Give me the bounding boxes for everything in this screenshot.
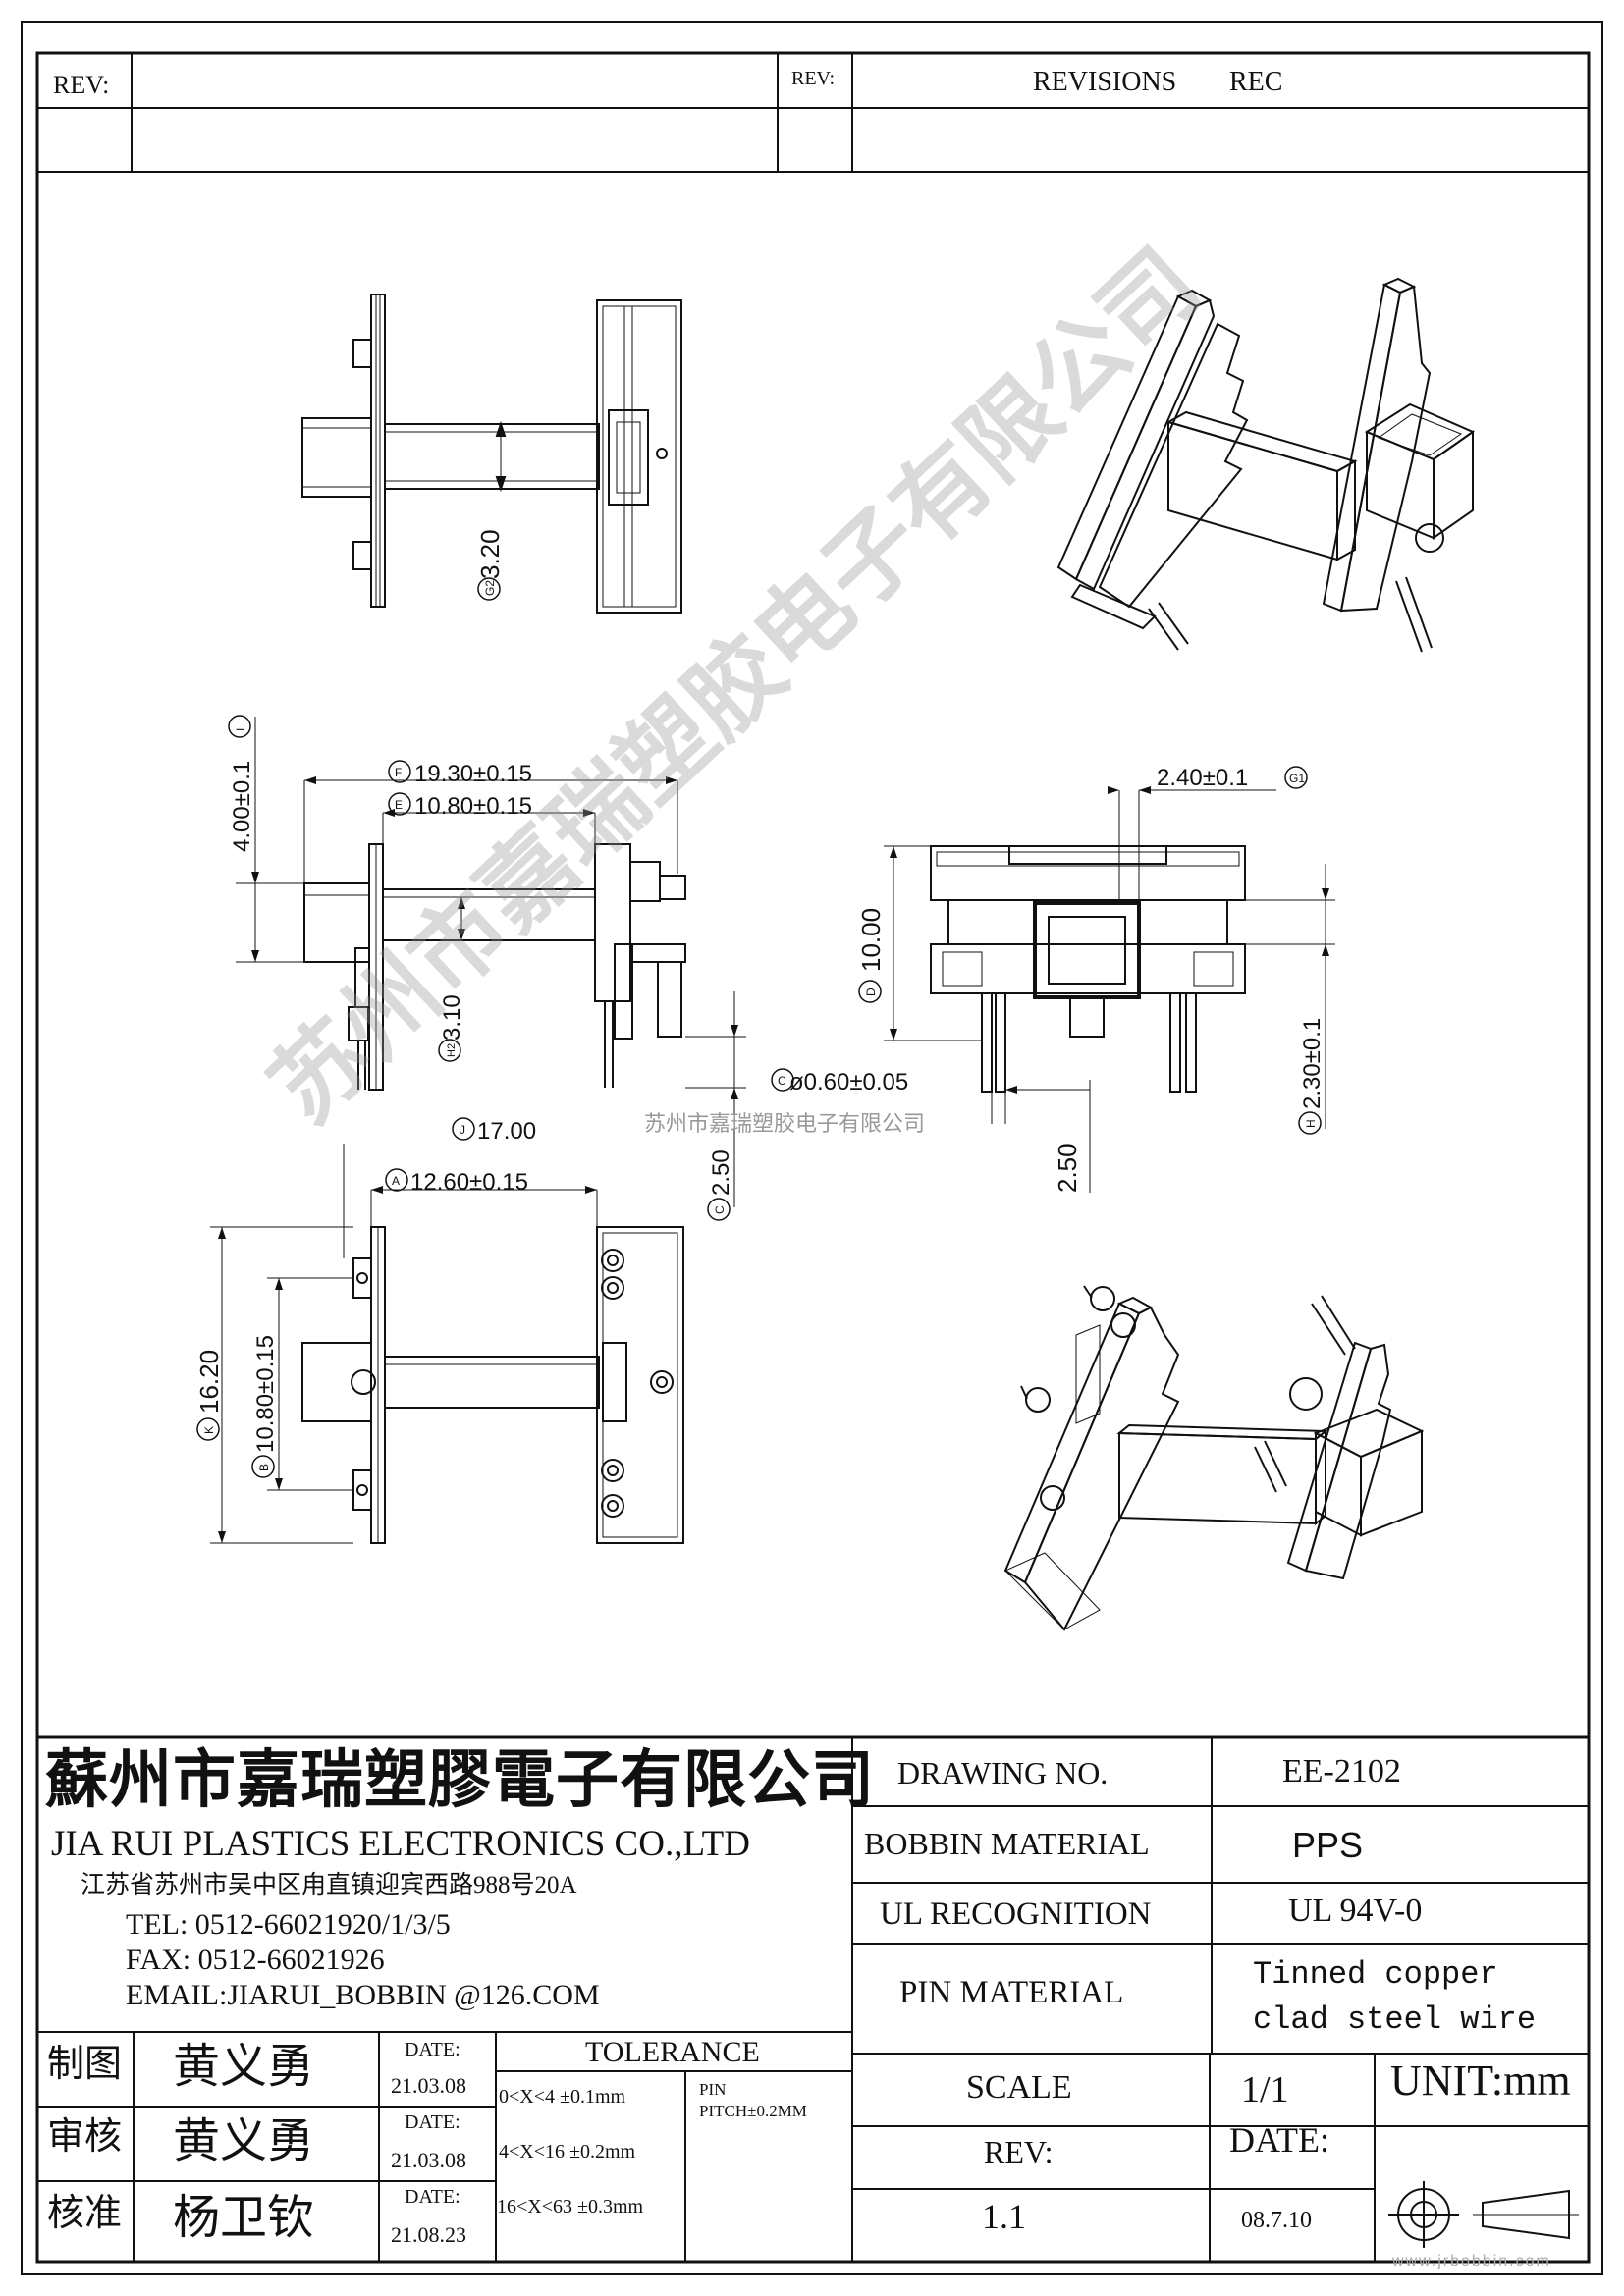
drawing-no-value: EE-2102 xyxy=(1282,1753,1401,1789)
dim-h-text: 2.30±0.1 xyxy=(1299,1018,1326,1109)
tolerance-label: TOLERANCE xyxy=(585,2036,760,2068)
date-label-block: DATE: xyxy=(1229,2120,1329,2160)
dim-g1-group: 2.40±0.1 G1 xyxy=(1157,765,1308,791)
dim-g2-group: 3.20 G2 xyxy=(475,529,505,601)
dim-i-badge: I xyxy=(234,728,247,731)
dim-g1-badge: G1 xyxy=(1289,772,1305,785)
unit-symbol xyxy=(1388,2181,1579,2248)
approved-label: 核准 xyxy=(47,2193,123,2234)
unit-label: UNIT:mm xyxy=(1390,2056,1571,2105)
drawn-by: 黄义勇 xyxy=(173,2041,315,2093)
dim-c-badge: C xyxy=(713,1205,727,1214)
bobbin-material-label: BOBBIN MATERIAL xyxy=(864,1826,1150,1861)
dim-b-text: 10.80±0.15 xyxy=(252,1335,279,1453)
pin-material-value-2: clad steel wire xyxy=(1253,2002,1537,2038)
scale-label: SCALE xyxy=(966,2069,1072,2106)
isometric-view-top xyxy=(1056,277,1476,653)
dim-h-group: 2.30±0.1 H xyxy=(1298,1018,1326,1135)
rev-label-block: REV: xyxy=(984,2134,1054,2169)
pin-material-value-1: Tinned copper xyxy=(1253,1956,1498,1993)
tolerance-row-1: 0<X<4 ±0.1mm xyxy=(499,2086,626,2108)
dim-g2-badge: G2 xyxy=(483,580,497,596)
dim-a-badge: A xyxy=(392,1174,400,1188)
date-value-1: 21.03.08 xyxy=(391,2073,466,2098)
side-view xyxy=(236,717,746,1207)
dim-pitch-group: 2.50 xyxy=(1053,1143,1082,1193)
dim-c-pin-text: ø0.60±0.05 xyxy=(789,1069,908,1095)
top-view xyxy=(301,294,682,614)
checked-label: 审核 xyxy=(47,2116,123,2158)
dim-i-text: 4.00±0.1 xyxy=(229,761,255,852)
dim-e-text: 10.80±0.15 xyxy=(414,793,532,820)
title-block-lines xyxy=(37,1735,1589,2262)
dim-c-group: 2.50 C xyxy=(707,1149,734,1221)
dim-d-group: 10.00 D xyxy=(856,908,886,1003)
company-tel: TEL: 0512-66021920/1/3/5 xyxy=(126,1908,451,1941)
tolerance-row-2: 4<X<16 ±0.2mm xyxy=(499,2141,636,2163)
ul-recognition-value: UL 94V-0 xyxy=(1288,1893,1423,1929)
dim-f-group: F 19.30±0.15 xyxy=(388,760,532,787)
dim-c-pin-badge: C xyxy=(778,1074,786,1088)
dim-j-text: 17.00 xyxy=(477,1118,536,1145)
dim-k-group: 16.20 K xyxy=(194,1350,224,1441)
bobbin-material-value: PPS xyxy=(1292,1825,1364,1865)
pin-pitch-label-1: PIN xyxy=(699,2080,727,2099)
dim-a-text: 12.60±0.15 xyxy=(410,1169,528,1196)
dim-c-pin-group: C ø0.60±0.05 xyxy=(771,1068,908,1095)
checked-by: 黄义勇 xyxy=(173,2115,315,2167)
company-name-cn: 蘇州市嘉瑞塑膠電子有限公司 xyxy=(45,1745,875,1815)
isometric-view-bottom xyxy=(1003,1285,1425,1631)
dim-g1-text: 2.40±0.1 xyxy=(1157,765,1248,791)
tolerance-row-3: 16<X<63 ±0.3mm xyxy=(497,2196,644,2217)
date-value-3: 21.08.23 xyxy=(391,2222,466,2247)
dim-k-badge: K xyxy=(202,1426,216,1434)
date-label-1: DATE: xyxy=(405,2039,460,2060)
dim-b-badge: B xyxy=(257,1464,271,1471)
company-name-en: JIA RUI PLASTICS ELECTRONICS CO.,LTD xyxy=(51,1824,750,1864)
rev-label: REV: xyxy=(53,71,110,99)
rev-label-2: REV: xyxy=(791,68,836,89)
date-value-block: 08.7.10 xyxy=(1241,2208,1312,2233)
date-label-3: DATE: xyxy=(405,2186,460,2208)
dim-f-badge: F xyxy=(395,766,402,779)
dim-d-badge: D xyxy=(864,988,878,996)
date-label-2: DATE: xyxy=(405,2111,460,2133)
dim-i-group: 4.00±0.1 I xyxy=(228,715,255,852)
dim-e-badge: E xyxy=(395,798,403,812)
dim-a-group: A 12.60±0.15 xyxy=(385,1168,528,1196)
bottom-view xyxy=(210,1144,684,1544)
dim-f-text: 19.30±0.15 xyxy=(414,761,532,787)
dim-j-group: J 17.00 xyxy=(452,1117,536,1145)
date-value-2: 21.03.08 xyxy=(391,2148,466,2172)
dim-e-group: E 10.80±0.15 xyxy=(388,792,532,820)
dim-g2-text: 3.20 xyxy=(475,529,505,579)
revisions-label: REVISIONS xyxy=(1033,67,1177,97)
dim-k-text: 16.20 xyxy=(194,1350,224,1414)
dim-h-badge: H xyxy=(1304,1119,1318,1128)
dim-h2-group: 3.10 H2 xyxy=(438,994,465,1062)
company-email: EMAIL:JIARUI_BOBBIN @126.COM xyxy=(126,1979,600,2011)
pin-pitch-label-2: PITCH±0.2MM xyxy=(699,2102,807,2120)
dim-b-group: 10.80±0.15 B xyxy=(251,1335,279,1478)
dim-h2-text: 3.10 xyxy=(439,994,465,1041)
dim-c-text: 2.50 xyxy=(708,1149,734,1196)
ul-recognition-label: UL RECOGNITION xyxy=(880,1896,1152,1932)
company-address: 江苏省苏州市吴中区甪直镇迎宾西路988号20A xyxy=(81,1872,577,1898)
dim-j-badge: J xyxy=(460,1123,465,1137)
watermark-center: 苏州市嘉瑞塑胶电子有限公司 xyxy=(644,1111,926,1136)
pin-material-label: PIN MATERIAL xyxy=(899,1975,1124,2010)
drawn-label: 制图 xyxy=(47,2044,123,2085)
scale-value: 1/1 xyxy=(1241,2069,1289,2110)
rev-value: 1.1 xyxy=(982,2197,1026,2236)
website-watermark: www.jrbobbin.com xyxy=(1392,2253,1551,2269)
company-fax: FAX: 0512-66021926 xyxy=(126,1944,385,1976)
approved-by: 杨卫钦 xyxy=(173,2192,315,2244)
drawing-no-label: DRAWING NO. xyxy=(897,1755,1109,1790)
dim-h2-badge: H2 xyxy=(446,1043,458,1057)
dim-pitch-text: 2.50 xyxy=(1053,1143,1082,1193)
rec-label: REC xyxy=(1229,67,1283,97)
front-view xyxy=(884,789,1335,1193)
dim-d-text: 10.00 xyxy=(856,908,886,972)
